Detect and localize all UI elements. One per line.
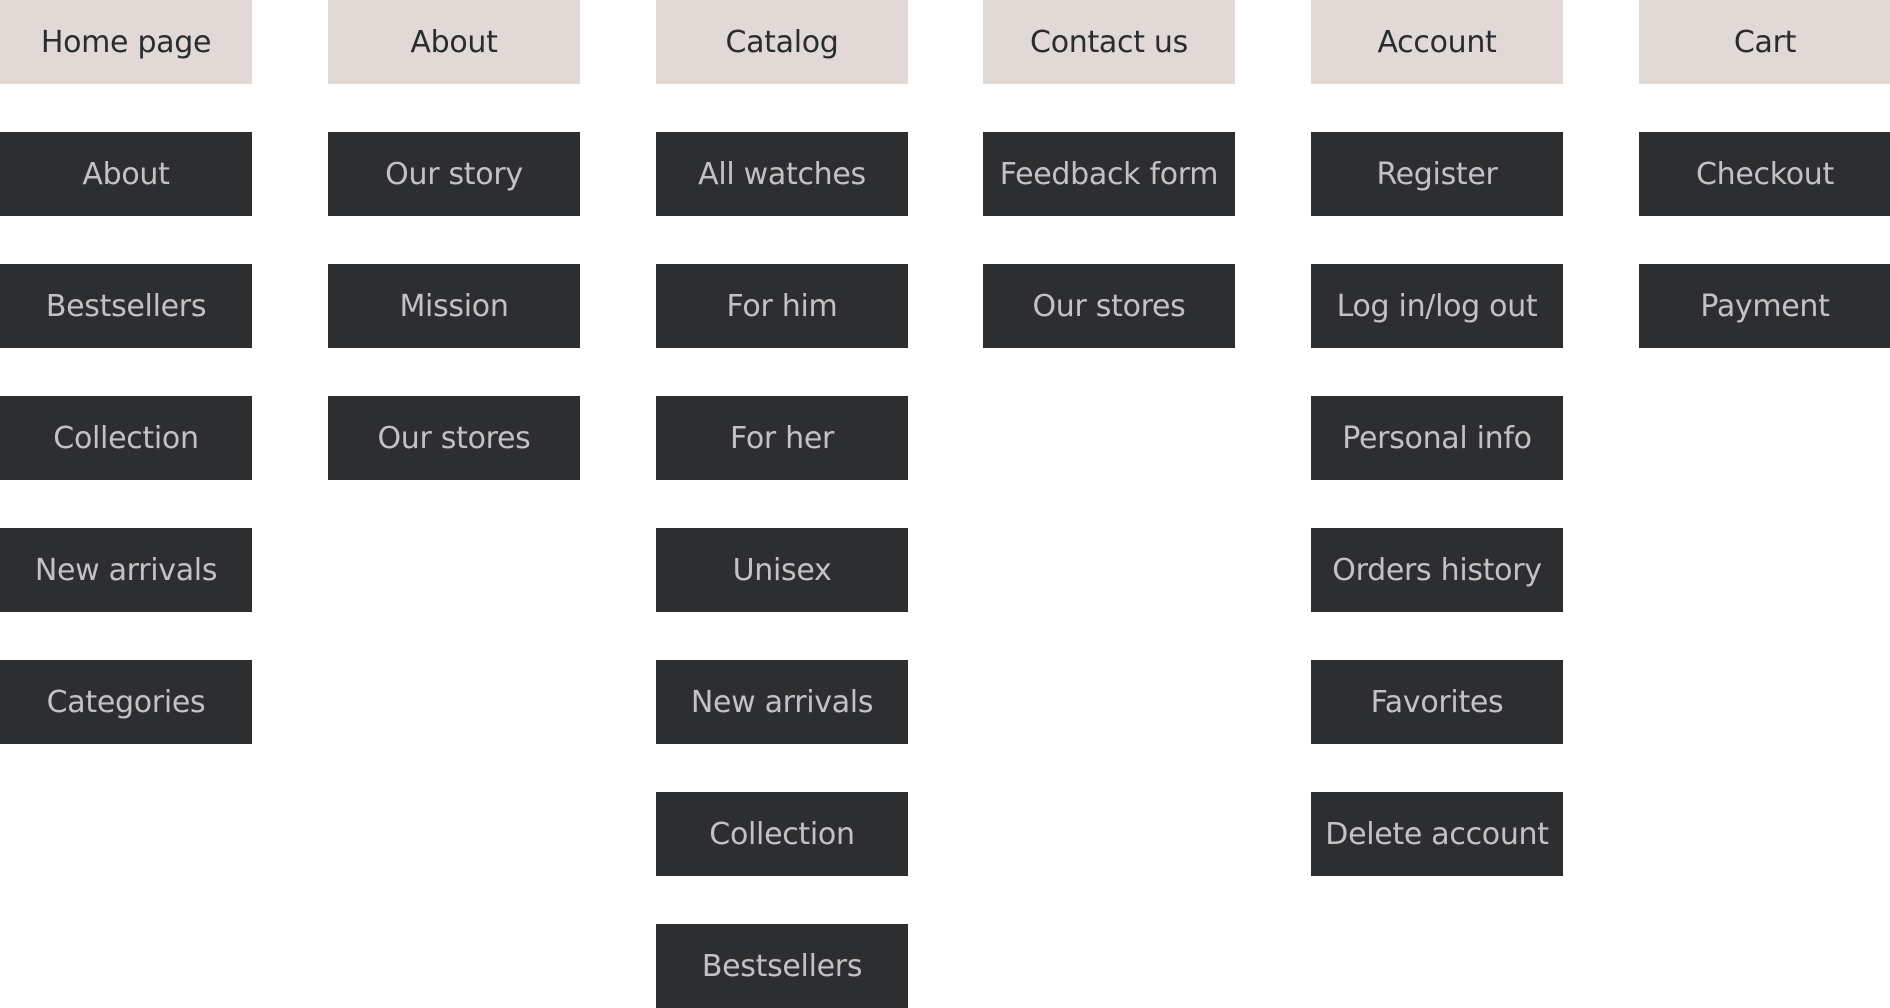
sitemap-page-node: All watches: [656, 132, 908, 216]
sitemap-page-node: Payment: [1639, 264, 1890, 348]
sitemap-page-node: For her: [656, 396, 908, 480]
sitemap-section-header: Catalog: [656, 0, 908, 84]
sitemap-page-node: Our stores: [983, 264, 1235, 348]
sitemap-page-node: About: [0, 132, 252, 216]
sitemap-section-header: Home page: [0, 0, 252, 84]
sitemap-page-node: Orders history: [1311, 528, 1563, 612]
sitemap-page-node: Categories: [0, 660, 252, 744]
sitemap-page-node: New arrivals: [0, 528, 252, 612]
sitemap-page-node: Checkout: [1639, 132, 1890, 216]
sitemap-page-node: New arrivals: [656, 660, 908, 744]
sitemap-page-node: Feedback form: [983, 132, 1235, 216]
sitemap-page-node: Unisex: [656, 528, 908, 612]
sitemap-page-node: Delete account: [1311, 792, 1563, 876]
sitemap-page-node: Mission: [328, 264, 580, 348]
sitemap-page-node: Personal info: [1311, 396, 1563, 480]
sitemap-page-node: Log in/log out: [1311, 264, 1563, 348]
sitemap-page-node: Bestsellers: [0, 264, 252, 348]
sitemap-page-node: Our story: [328, 132, 580, 216]
sitemap-page-node: Our stores: [328, 396, 580, 480]
sitemap-page-node: For him: [656, 264, 908, 348]
sitemap-page-node: Collection: [0, 396, 252, 480]
sitemap-section-header: About: [328, 0, 580, 84]
sitemap-page-node: Register: [1311, 132, 1563, 216]
sitemap-section-header: Contact us: [983, 0, 1235, 84]
sitemap-page-node: Bestsellers: [656, 924, 908, 1008]
sitemap-section-header: Cart: [1639, 0, 1890, 84]
sitemap-page-node: Favorites: [1311, 660, 1563, 744]
sitemap-page-node: Collection: [656, 792, 908, 876]
sitemap-section-header: Account: [1311, 0, 1563, 84]
